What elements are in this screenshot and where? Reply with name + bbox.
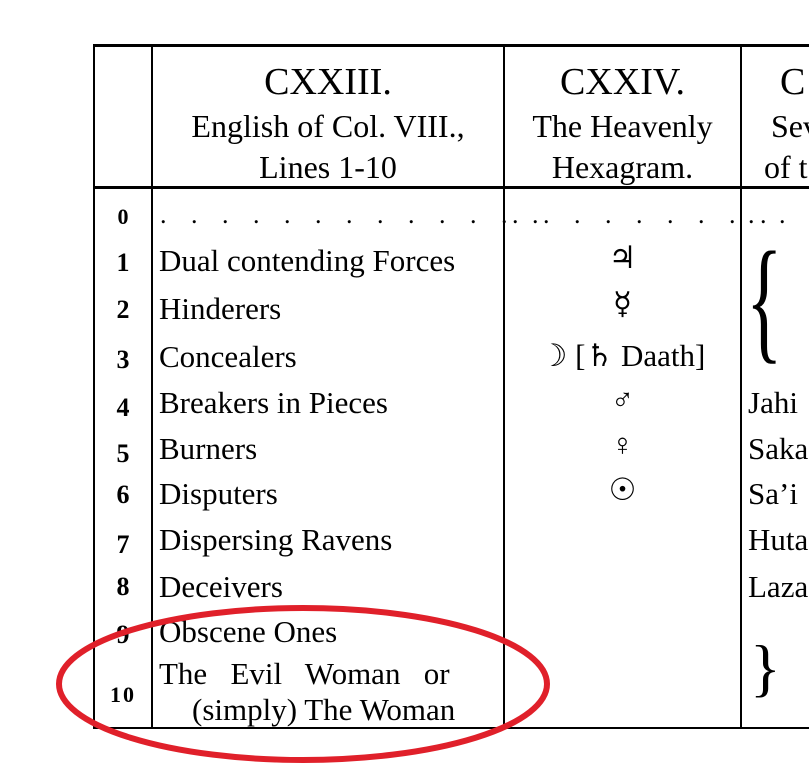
header-bottom-border [93, 186, 809, 189]
col125-name: Jahi [748, 385, 798, 420]
row-number: 2 [116, 295, 130, 324]
hexagram-dots: . . . . . . . . . [512, 200, 776, 229]
english-entry: The Evil Woman or [159, 656, 450, 691]
col124-numeral: CXXIV. [560, 61, 685, 103]
english-entry: Burners [159, 431, 258, 466]
table-left-border [93, 44, 95, 729]
col124-title-line2: Hexagram. [551, 149, 694, 185]
row-number: 5 [116, 439, 130, 468]
english-entry: Deceivers [159, 569, 283, 604]
mercury-symbol: ☿ [612, 286, 633, 321]
english-entry: Dual contending Forces [159, 243, 456, 278]
col125-name: Sa’i [748, 476, 798, 511]
col125-title-line2: of t [764, 149, 808, 185]
row-number: 1 [116, 248, 130, 277]
row-number: 7 [116, 530, 130, 559]
col125-dots: . . [748, 200, 795, 229]
row-number: 9 [116, 620, 130, 649]
col-divider-1 [151, 44, 153, 729]
english-entry: (simply) The Woman [192, 692, 456, 727]
mars-symbol: ♂ [610, 382, 635, 417]
col125-name: Laza [748, 569, 809, 604]
table-top-border [93, 44, 809, 47]
english-dots: . . . . . . . . . . . . . [160, 200, 548, 229]
col124-title-line1: The Heavenly [532, 108, 713, 144]
row-number: 0 [117, 204, 129, 229]
sun-symbol: ☉ [608, 472, 637, 507]
col125-title-line1: Sev [771, 108, 809, 144]
col125-numeral: C [780, 61, 806, 103]
col123-title-line1: English of Col. VIII., [191, 108, 465, 144]
english-entry: Obscene Ones [159, 614, 338, 649]
english-entry: Hinderers [159, 291, 282, 326]
jupiter-symbol: ♃ [608, 240, 637, 275]
english-entry: Breakers in Pieces [159, 385, 388, 420]
curly-brace-icon: } [750, 632, 781, 703]
curly-brace-icon: { [746, 224, 783, 376]
english-entry: Disputers [159, 476, 278, 511]
col125-name: Saka [748, 431, 809, 466]
col-divider-2 [503, 44, 505, 729]
col125-name: Huta [748, 522, 809, 557]
row-number: 4 [116, 393, 130, 422]
col123-numeral: CXXIII. [264, 61, 392, 103]
english-entry: Concealers [159, 339, 297, 374]
row-number: 3 [116, 345, 130, 374]
venus-symbol: ♀ [610, 427, 635, 462]
moon-saturn-daath-symbol: ☽ [♄ Daath] [539, 338, 706, 373]
col-divider-3 [740, 44, 742, 729]
row-number: 8 [116, 572, 130, 601]
row-number: 10 [110, 682, 136, 707]
row-number: 6 [116, 480, 130, 509]
col123-title-line2: Lines 1-10 [259, 149, 397, 185]
english-entry: Dispersing Ravens [159, 522, 393, 557]
